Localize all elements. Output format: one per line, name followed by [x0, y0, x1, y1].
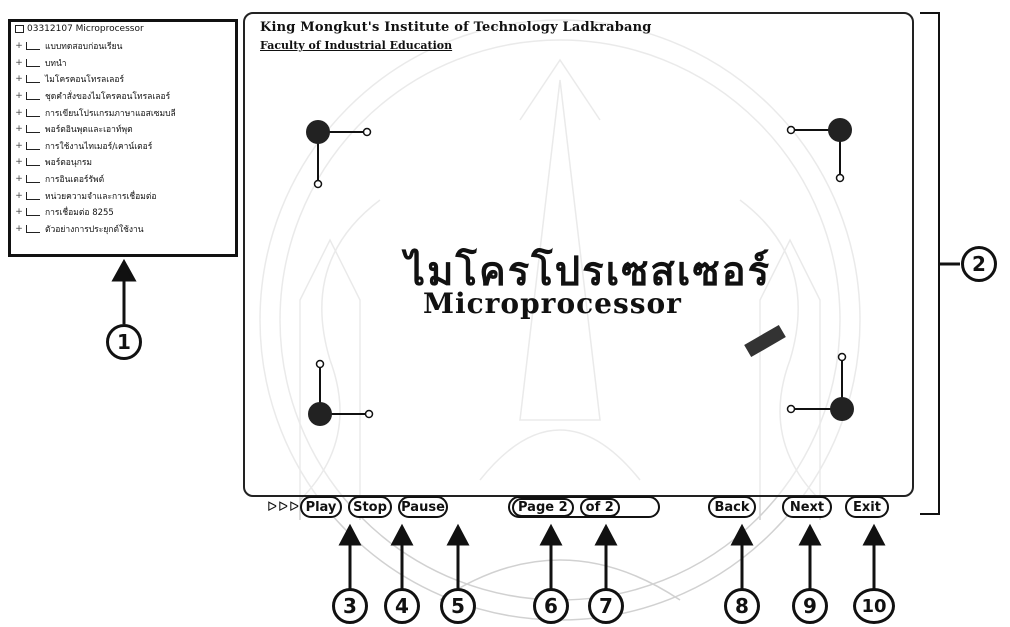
next-button[interactable]: Next	[782, 496, 832, 518]
tree-item-label: พอร์ตอินพุตและเอาท์พุต	[45, 125, 133, 136]
tree-connector-icon	[26, 125, 40, 134]
tree-item-label: การเชื่อมต่อ 8255	[45, 208, 114, 219]
tree-item[interactable]: + ตัวอย่างการประยุกต์ใช้งาน	[15, 221, 176, 238]
decorative-connectors	[306, 118, 854, 426]
tree-item-label: ชุดคำสั่งของไมโครคอนโทรลเลอร์	[45, 92, 171, 103]
expand-icon[interactable]: +	[15, 157, 23, 168]
tree-connector-icon	[26, 224, 40, 233]
tree-item[interactable]: + หน่วยความจำและการเชื่อมต่อ	[15, 187, 176, 204]
expand-icon[interactable]: +	[15, 223, 23, 234]
tree-item-label: บทนำ	[45, 58, 67, 69]
tree-list: + แบบทดสอบก่อนเรียน + บทนำ + ไมโครคอนโทรลเล…	[15, 38, 176, 237]
callout-4: 4	[384, 588, 420, 624]
exit-button[interactable]: Exit	[845, 496, 889, 518]
expand-icon[interactable]: +	[15, 124, 23, 135]
tree-connector-icon	[26, 58, 40, 67]
callout-9: 9	[792, 588, 828, 624]
tree-item[interactable]: + บทนำ	[15, 55, 176, 72]
content-bracket	[920, 12, 940, 515]
tree-item[interactable]: + การเชื่อมต่อ 8255	[15, 204, 176, 221]
tree-connector-icon	[26, 141, 40, 150]
page-indicator: Page 2 of 2	[508, 496, 660, 518]
expand-icon[interactable]: +	[15, 74, 23, 85]
play-button[interactable]: Play	[300, 496, 342, 518]
tree-item[interactable]: + การอินเตอร์รัพต์	[15, 171, 176, 188]
expand-icon[interactable]: +	[15, 140, 23, 151]
tree-connector-icon	[26, 208, 40, 217]
node-icon	[830, 397, 854, 421]
tree-item[interactable]: + ไมโครคอนโทรลเลอร์	[15, 71, 176, 88]
tree-item-label: ตัวอย่างการประยุกต์ใช้งาน	[45, 224, 144, 235]
folder-icon	[15, 25, 24, 33]
tree-connector-icon	[26, 191, 40, 200]
course-tree-panel: 03312107 Microprocessor + แบบทดสอบก่อนเรี…	[8, 19, 238, 257]
expand-icon[interactable]: +	[15, 57, 23, 68]
page-total: of 2	[579, 497, 620, 517]
tree-item[interactable]: + พอร์ตอนุกรม	[15, 154, 176, 171]
nav-arrows-icon: ᐅᐅᐅ	[267, 500, 300, 515]
node-icon	[308, 402, 332, 426]
expand-icon[interactable]: +	[15, 207, 23, 218]
title-english: Microprocessor	[423, 287, 682, 320]
tree-item-label: การใช้งานไทเมอร์/เคาน์เตอร์	[45, 141, 153, 152]
tree-root[interactable]: 03312107 Microprocessor	[15, 24, 144, 34]
callout-3: 3	[332, 588, 368, 624]
tree-item-label: หน่วยความจำและการเชื่อมต่อ	[45, 191, 157, 202]
callout-10: 10	[853, 588, 895, 624]
back-button[interactable]: Back	[708, 496, 756, 518]
callout-5: 5	[440, 588, 476, 624]
page-number: Page 2	[512, 497, 574, 517]
tree-connector-icon	[26, 92, 40, 101]
tree-item-label: ไมโครคอนโทรลเลอร์	[45, 75, 125, 86]
tree-item-label: พอร์ตอนุกรม	[45, 158, 93, 169]
tree-item[interactable]: + แบบทดสอบก่อนเรียน	[15, 38, 176, 55]
expand-icon[interactable]: +	[15, 107, 23, 118]
node-icon	[828, 118, 852, 142]
tree-item[interactable]: + การเขียนโปรแกรมภาษาแอสเซมบลี	[15, 104, 176, 121]
node-icon	[306, 120, 330, 144]
pause-button[interactable]: Pause	[398, 496, 448, 518]
stop-button[interactable]: Stop	[348, 496, 392, 518]
callout-7: 7	[588, 588, 624, 624]
tree-connector-icon	[26, 158, 40, 167]
tree-item-label: การเขียนโปรแกรมภาษาแอสเซมบลี	[45, 108, 176, 119]
callout-1: 1	[106, 324, 142, 360]
expand-icon[interactable]: +	[15, 41, 23, 52]
tree-root-label: 03312107 Microprocessor	[27, 24, 144, 34]
tree-item[interactable]: + การใช้งานไทเมอร์/เคาน์เตอร์	[15, 138, 176, 155]
callout-8: 8	[724, 588, 760, 624]
institute-title: King Mongkut's Institute of Technology L…	[260, 20, 652, 35]
callout-2: 2	[961, 246, 997, 282]
tree-item-label: การอินเตอร์รัพต์	[45, 175, 105, 186]
tree-connector-icon	[26, 108, 40, 117]
tree-item[interactable]: + พอร์ตอินพุตและเอาท์พุต	[15, 121, 176, 138]
content-frame: King Mongkut's Institute of Technology L…	[243, 12, 914, 497]
tree-item-label: แบบทดสอบก่อนเรียน	[45, 42, 123, 53]
tree-connector-icon	[26, 42, 40, 51]
title-thai: ไมโครโปรเซสเซอร์	[405, 249, 772, 295]
tree-connector-icon	[26, 75, 40, 84]
chip-icon	[744, 324, 786, 358]
expand-icon[interactable]: +	[15, 91, 23, 102]
callout-6: 6	[533, 588, 569, 624]
faculty-title: Faculty of Industrial Education	[260, 39, 453, 52]
expand-icon[interactable]: +	[15, 190, 23, 201]
tree-connector-icon	[26, 175, 40, 184]
expand-icon[interactable]: +	[15, 174, 23, 185]
tree-item[interactable]: + ชุดคำสั่งของไมโครคอนโทรลเลอร์	[15, 88, 176, 105]
